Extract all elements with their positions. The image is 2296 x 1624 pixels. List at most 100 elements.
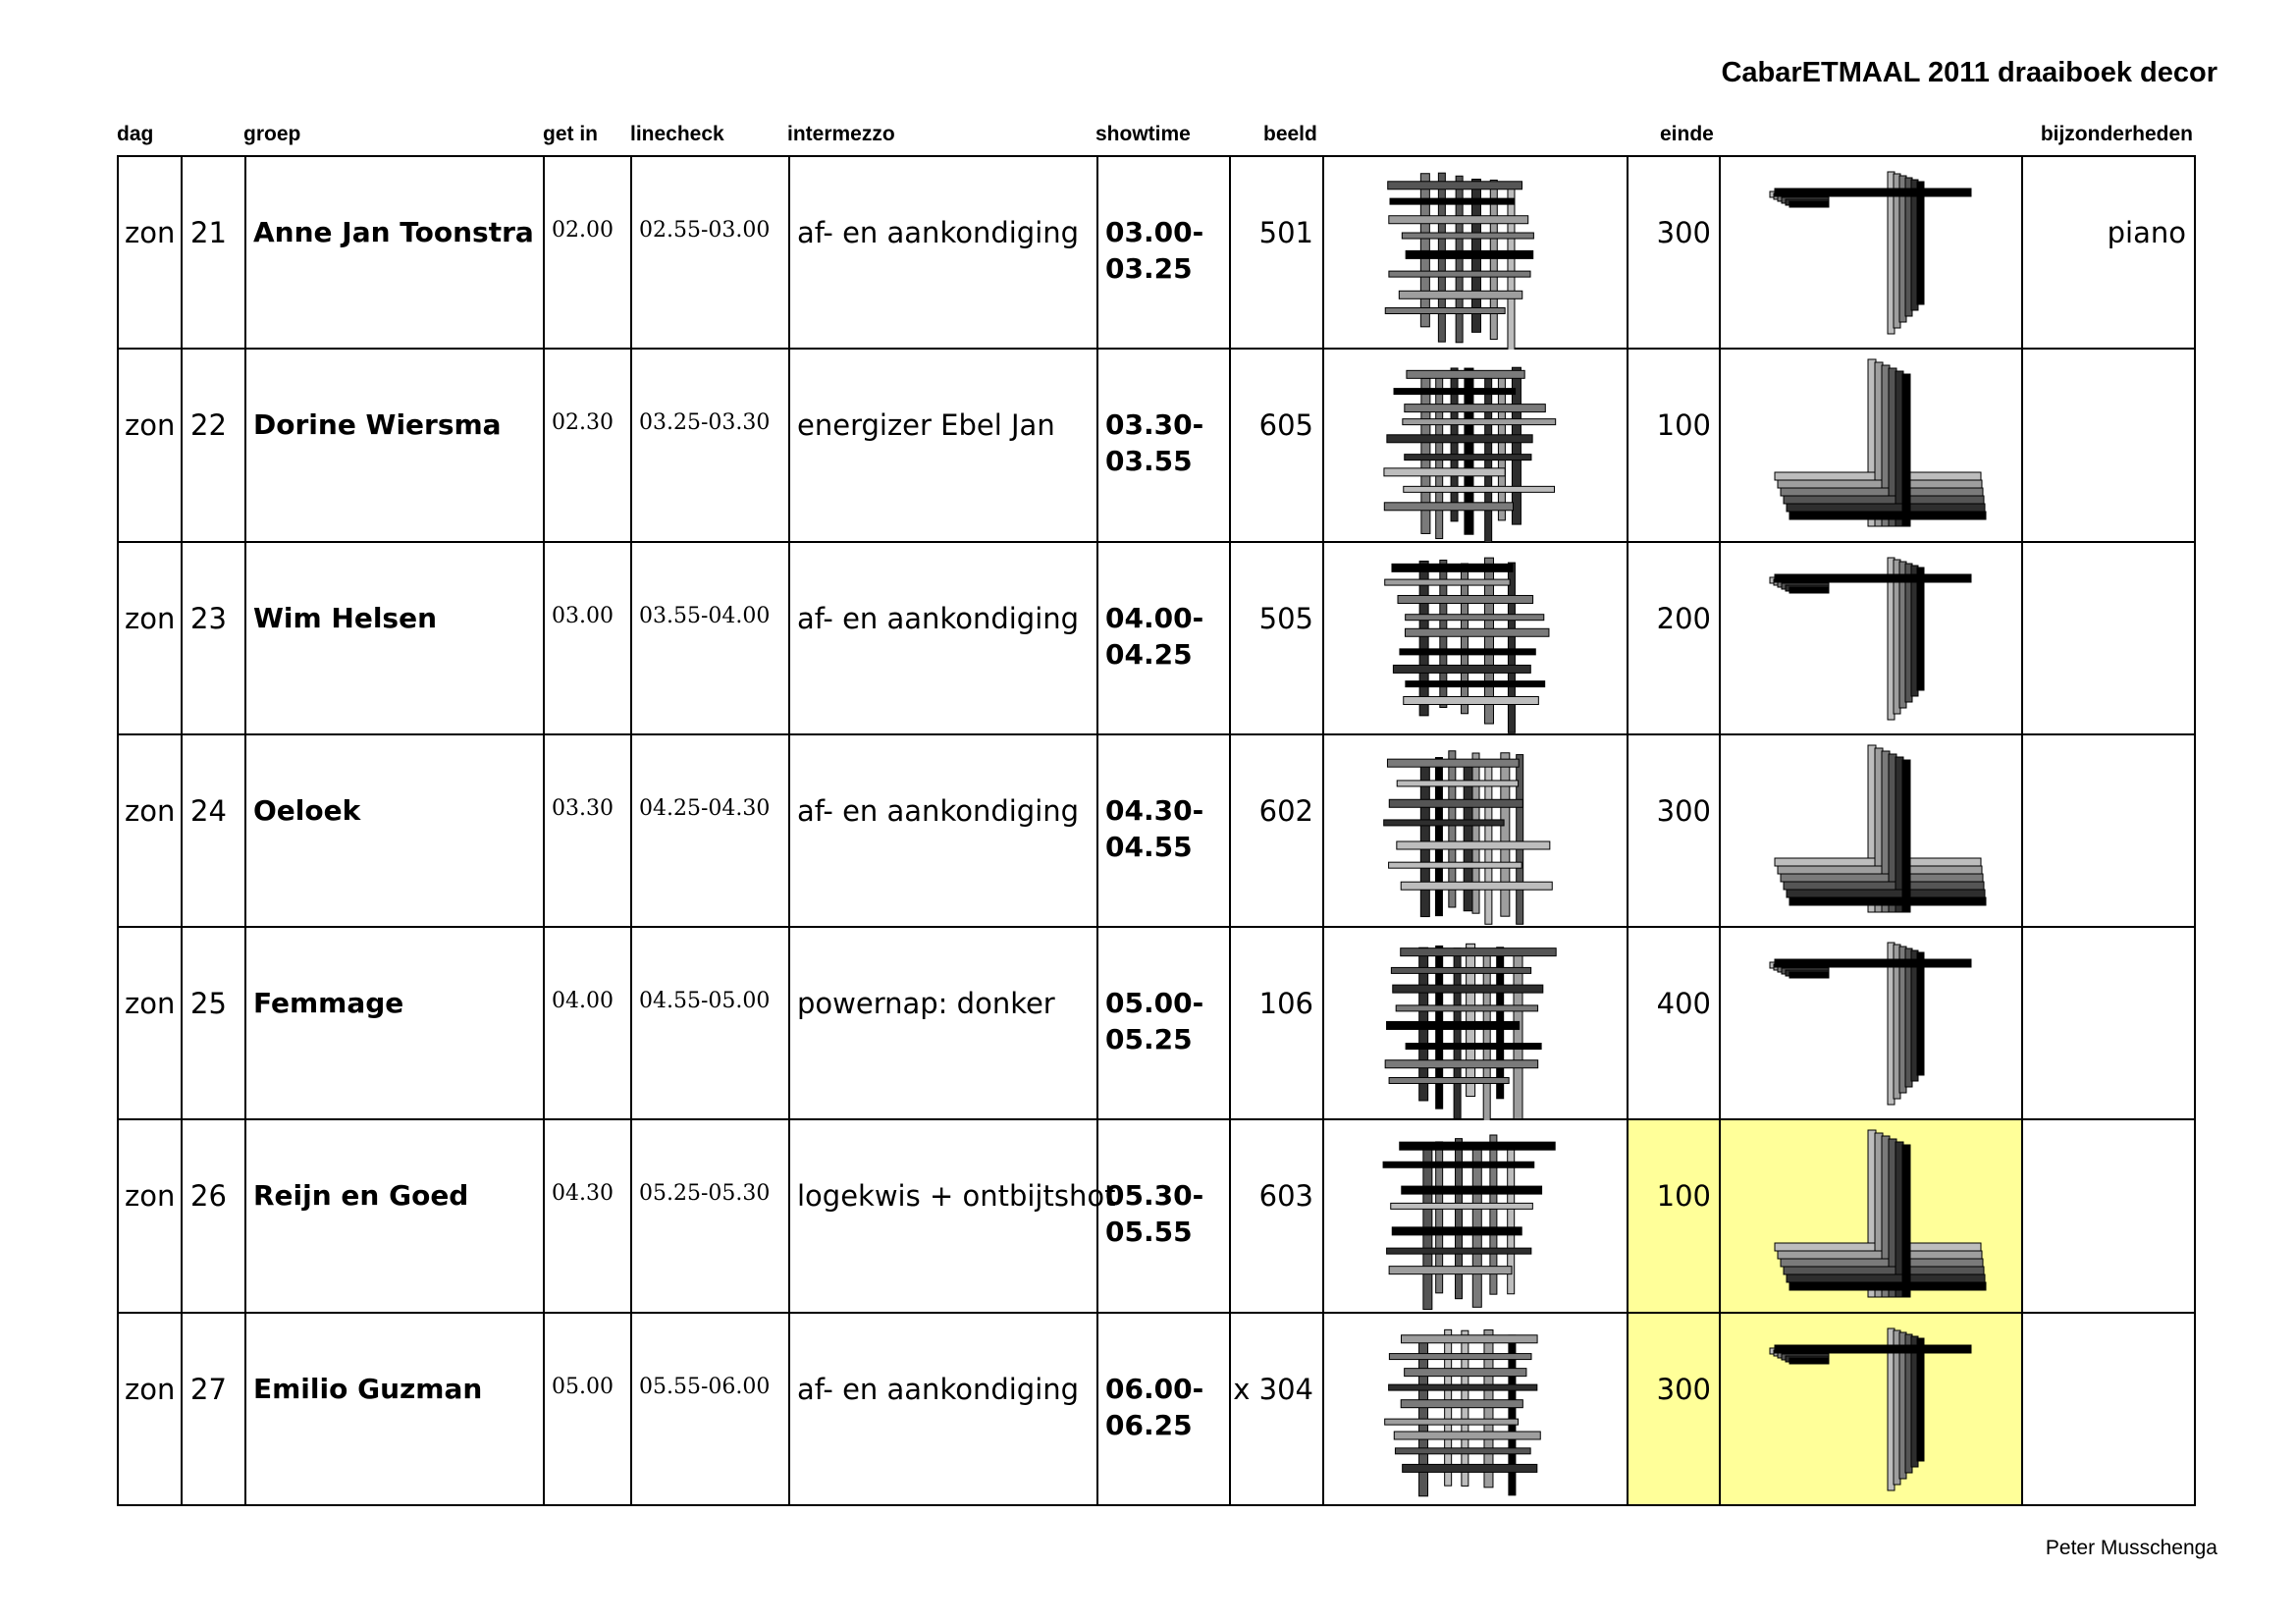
- header-getin: get in: [543, 123, 598, 145]
- einde-number: 300: [1656, 793, 1711, 828]
- batten: [1388, 1266, 1513, 1275]
- showtime-end: 03.55: [1105, 445, 1193, 478]
- linecheck-time-cell: 05.25-05.30: [630, 1118, 790, 1314]
- beeld-drawing-cell: [1322, 926, 1629, 1121]
- table-row: zon 26 Reijn en Goed 04.30 05.25-05.30 logekw…: [117, 1118, 2196, 1314]
- batten-stack-icon: [1774, 358, 1987, 527]
- intermezzo-text-cell: af- en aankondiging: [788, 732, 1098, 929]
- intermezzo-text: af- en aankondiging: [797, 793, 1080, 828]
- batten: [1901, 373, 1911, 527]
- batten: [1507, 562, 1516, 733]
- batten: [1393, 1431, 1541, 1440]
- batten: [1450, 367, 1459, 522]
- beeld-number-cell: 501: [1229, 154, 1324, 351]
- batten: [1386, 434, 1533, 444]
- batten: [1388, 1352, 1532, 1360]
- bijzonderheden-text-cell: [2021, 540, 2196, 735]
- batten: [1777, 1250, 1983, 1260]
- intermezzo-text-cell: af- en aankondiging: [788, 540, 1098, 735]
- batten: [1916, 1337, 1925, 1462]
- day-cell: zon: [125, 408, 176, 443]
- batten: [1399, 1142, 1556, 1152]
- beeld-number: x 304: [1233, 1372, 1313, 1406]
- intermezzo-text: logekwis + ontbijtshot: [797, 1179, 1116, 1214]
- group-name-cell: Oeloek: [244, 732, 545, 929]
- intermezzo-text-cell: logekwis + ontbijtshot: [788, 1118, 1115, 1314]
- batten: [1405, 1043, 1542, 1051]
- batten: [1398, 290, 1523, 299]
- batten: [1780, 1258, 1984, 1268]
- batten: [1387, 181, 1522, 190]
- showtime-start: 06.00-: [1105, 1372, 1204, 1405]
- batten: [1789, 1281, 1987, 1291]
- batten: [1384, 578, 1511, 586]
- showtime-cell: 03.30-03.55: [1096, 348, 1231, 543]
- day-cell-cell: zon: [117, 154, 183, 351]
- beeld-drawing-cell: [1322, 732, 1629, 929]
- day-cell: zon: [125, 1179, 176, 1214]
- linecheck-time: 05.25-05.30: [639, 1181, 771, 1207]
- einde-number-cell: 100: [1627, 348, 1721, 543]
- batten-stack-icon: [1769, 1327, 1972, 1491]
- showtime-text: 04.00-04.25: [1105, 600, 1203, 673]
- beeld-number-cell: 106: [1229, 926, 1324, 1121]
- number-cell-cell: 25: [181, 926, 246, 1121]
- get-in-time: 03.30: [552, 795, 614, 821]
- showtime-cell: 04.30-04.55: [1096, 732, 1231, 929]
- linecheck-time: 04.25-04.30: [639, 795, 771, 821]
- batten: [1390, 1203, 1533, 1211]
- day-cell-cell: zon: [117, 732, 183, 929]
- batten-grid-icon: [1384, 943, 1557, 1121]
- beeld-number-cell: 603: [1229, 1118, 1324, 1314]
- batten: [1392, 664, 1531, 674]
- group-name: Reijn en Goed: [253, 1179, 469, 1213]
- einde-number-cell: 100: [1627, 1118, 1721, 1314]
- showtime-end: 04.25: [1105, 637, 1193, 671]
- batten: [1403, 486, 1555, 494]
- group-name-cell: Femmage: [244, 926, 545, 1121]
- batten-grid-icon: [1384, 1328, 1541, 1496]
- einde-drawing-cell: [1719, 732, 2023, 929]
- header-groep: groep: [243, 123, 301, 145]
- intermezzo-text-cell: af- en aankondiging: [788, 1311, 1098, 1507]
- bijzonderheden-text-cell: [2021, 1118, 2196, 1314]
- beeld-drawing-cell: [1322, 1311, 1629, 1507]
- batten: [1789, 200, 1830, 208]
- einde-drawing-cell: [1719, 540, 2023, 735]
- get-in-time-cell: 04.30: [543, 1118, 632, 1314]
- batten: [1783, 881, 1985, 891]
- einde-drawing-cell: [1719, 154, 2023, 351]
- einde-drawing-cell: [1719, 926, 2023, 1121]
- batten: [1418, 560, 1429, 716]
- group-name: Anne Jan Toonstra: [253, 216, 534, 248]
- batten: [1403, 695, 1539, 705]
- batten: [1404, 1367, 1527, 1377]
- bijzonderheden-text-cell: [2021, 1311, 2196, 1507]
- einde-drawing-cell: [1719, 1118, 2023, 1314]
- batten-grid-icon: [1383, 367, 1557, 543]
- linecheck-time-cell: 03.55-04.00: [630, 540, 790, 735]
- day-cell: zon: [125, 793, 176, 828]
- linecheck-time-cell: 05.55-06.00: [630, 1311, 790, 1507]
- batten: [1388, 1077, 1510, 1085]
- header-einde: einde: [1660, 123, 1714, 145]
- linecheck-time: 03.25-03.30: [639, 410, 771, 436]
- showtime-text: 04.30-04.55: [1105, 792, 1203, 865]
- get-in-time: 04.00: [552, 989, 614, 1014]
- batten: [1511, 367, 1522, 525]
- beeld-drawing-cell: [1322, 154, 1629, 351]
- batten: [1400, 1333, 1538, 1343]
- batten: [1384, 307, 1506, 315]
- batten: [1391, 1226, 1522, 1236]
- batten: [1382, 1162, 1535, 1169]
- beeld-number: 106: [1258, 987, 1313, 1021]
- number-cell: 26: [190, 1179, 227, 1214]
- intermezzo-text: powernap: donker: [797, 987, 1055, 1021]
- intermezzo-text: af- en aankondiging: [797, 216, 1080, 249]
- number-cell: 24: [190, 793, 227, 828]
- einde-number-cell: 300: [1627, 1311, 1721, 1507]
- intermezzo-text-cell: energizer Ebel Jan: [788, 348, 1098, 543]
